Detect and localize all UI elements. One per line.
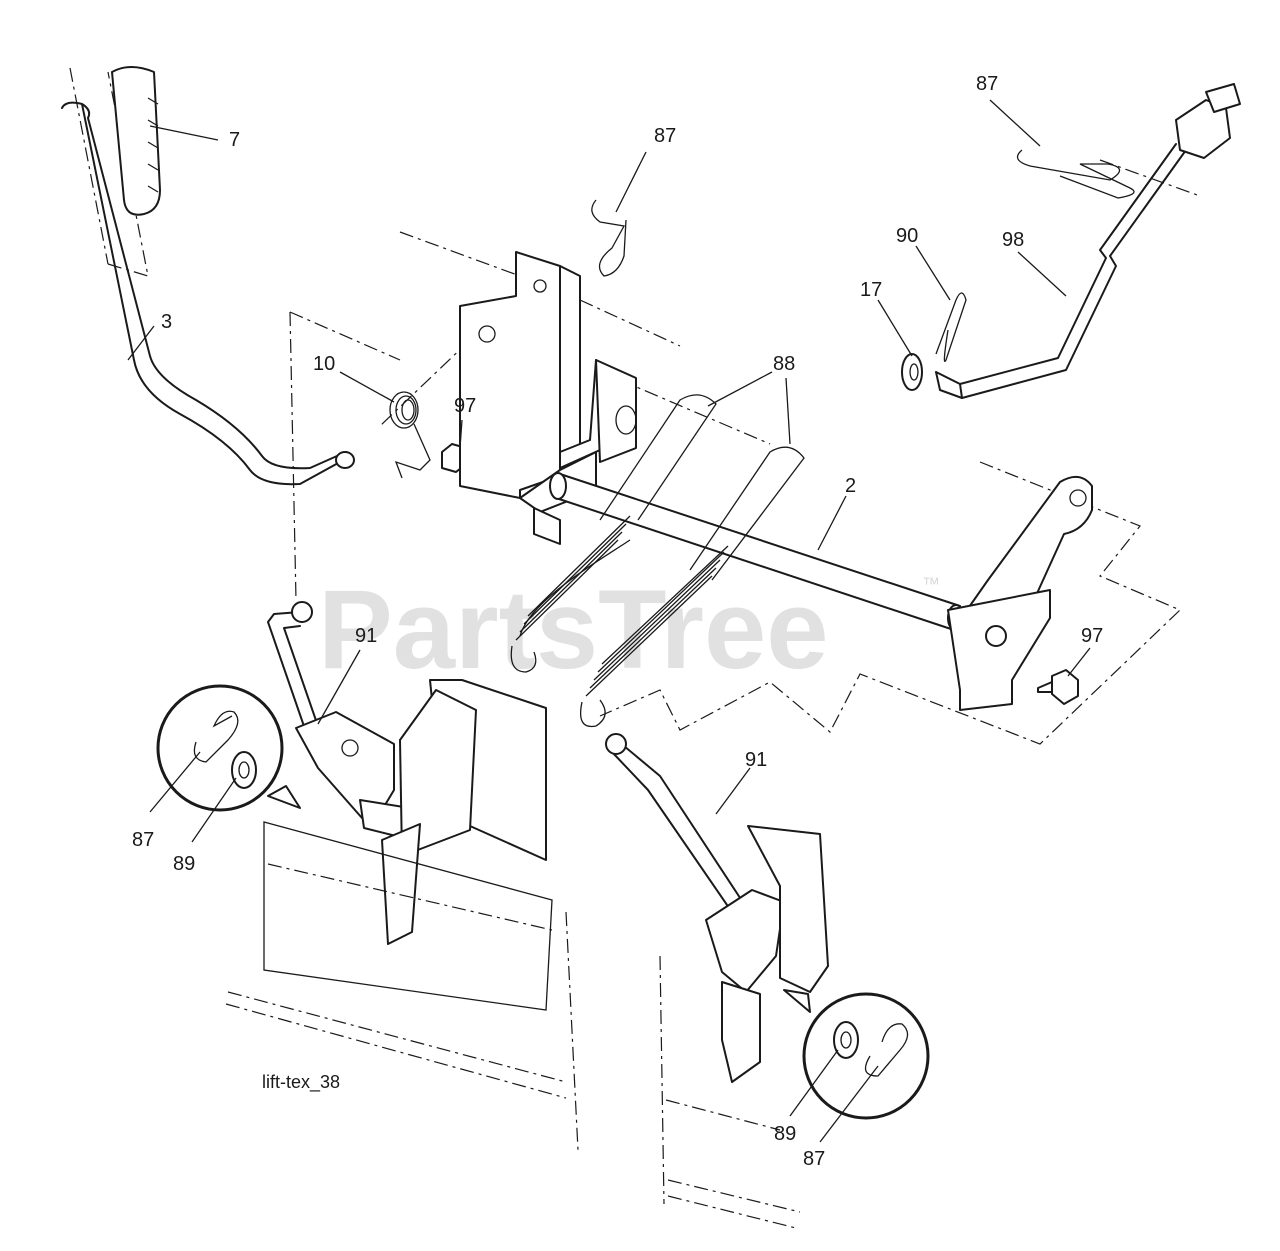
callout-89-right: 89 xyxy=(774,1123,796,1145)
callout-97-left: 97 xyxy=(454,395,476,417)
link-rod-part-91-left xyxy=(267,601,321,733)
diagram-caption: lift-tex_38 xyxy=(262,1072,340,1093)
torsion-spring-part-10 xyxy=(389,391,431,479)
callout-7: 7 xyxy=(229,129,240,151)
callout-97-right: 97 xyxy=(1081,625,1103,647)
deck-bracket-right xyxy=(705,825,829,1083)
callout-98: 98 xyxy=(1002,229,1024,251)
callout-2: 2 xyxy=(845,475,856,497)
lift-rod-part-98 xyxy=(935,83,1241,399)
washer-part-17 xyxy=(901,353,923,391)
callout-17: 17 xyxy=(860,279,882,301)
hairpin-clip-part-87-top-right xyxy=(1016,149,1135,199)
handle-grip-part-7 xyxy=(111,66,161,216)
right-lift-arm xyxy=(947,475,1093,711)
callout-3: 3 xyxy=(161,311,172,333)
callout-87-right: 87 xyxy=(803,1148,825,1170)
lift-handle-part-3 xyxy=(61,67,355,486)
deck-bracket-left xyxy=(295,679,547,945)
callout-89-left: 89 xyxy=(173,853,195,875)
bolt-part-97-right xyxy=(1037,669,1079,705)
extension-spring-part-88-b xyxy=(579,446,805,728)
leader-lines xyxy=(127,99,1091,1143)
deck-plate-left xyxy=(225,821,579,1151)
extension-spring-part-88-a xyxy=(510,394,717,673)
callout-10: 10 xyxy=(313,353,335,375)
callout-91-left: 91 xyxy=(355,625,377,647)
detail-circle-left xyxy=(156,684,301,812)
watermark-text: PartsTree xyxy=(318,567,829,692)
deck-plate-right xyxy=(659,955,801,1229)
hairpin-part-90 xyxy=(935,292,967,362)
callout-labels: 7 3 10 97 87 88 87 90 98 17 2 97 91 91 8… xyxy=(132,73,1103,1170)
callout-87-left: 87 xyxy=(132,829,154,851)
link-rod-part-91-right xyxy=(605,733,749,919)
hairpin-clip-part-87-top xyxy=(591,199,627,277)
detail-circle-right xyxy=(783,989,930,1120)
callout-91-right: 91 xyxy=(745,749,767,771)
watermark-trademark: ™ xyxy=(922,574,940,594)
callout-88: 88 xyxy=(773,353,795,375)
callout-90: 90 xyxy=(896,225,918,247)
callout-87-top-right: 87 xyxy=(976,73,998,95)
callout-87-top: 87 xyxy=(654,125,676,147)
